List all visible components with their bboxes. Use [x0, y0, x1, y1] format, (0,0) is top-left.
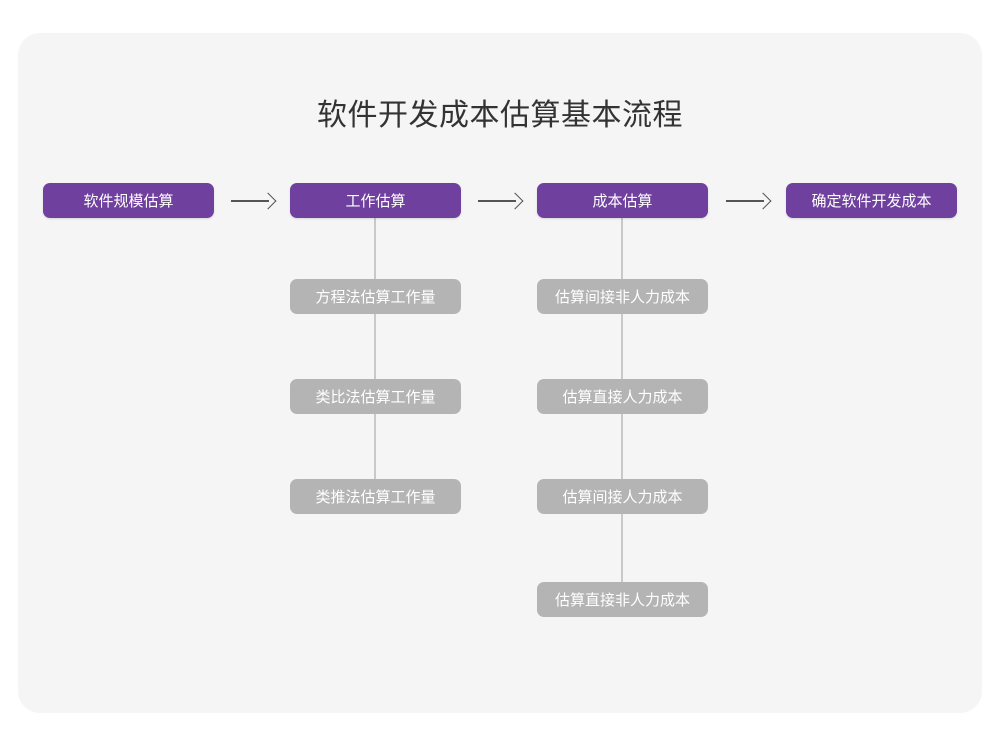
- stage-node-software-size-estimation[interactable]: 软件规模估算: [43, 183, 214, 218]
- stage-node-effort-estimation[interactable]: 工作估算: [290, 183, 461, 218]
- connector-line-stage-2: [374, 218, 376, 498]
- diagram-title: 软件开发成本估算基本流程: [317, 99, 683, 132]
- substep-node-equation-method-effort[interactable]: 方程法估算工作量: [290, 279, 461, 314]
- arrow-shaft: [231, 200, 269, 202]
- arrow-stage-1-to-stage-2: [231, 191, 277, 211]
- substep-node-inference-method-effort[interactable]: 类推法估算工作量: [290, 479, 461, 514]
- stage-node-cost-estimation[interactable]: 成本估算: [537, 183, 708, 218]
- arrow-shaft: [478, 200, 516, 202]
- substep-node-direct-labor-cost[interactable]: 估算直接人力成本: [537, 379, 708, 414]
- substep-node-analogy-method-effort[interactable]: 类比法估算工作量: [290, 379, 461, 414]
- diagram-card: [18, 33, 982, 713]
- substep-node-indirect-labor-cost[interactable]: 估算间接人力成本: [537, 479, 708, 514]
- substep-node-indirect-nonlabor-cost[interactable]: 估算间接非人力成本: [537, 279, 708, 314]
- arrow-shaft: [726, 200, 764, 202]
- arrow-stage-2-to-stage-3: [478, 191, 524, 211]
- stage-node-determine-development-cost[interactable]: 确定软件开发成本: [786, 183, 957, 218]
- arrow-head-icon: [506, 192, 524, 210]
- arrow-head-icon: [259, 192, 277, 210]
- substep-node-direct-nonlabor-cost[interactable]: 估算直接非人力成本: [537, 582, 708, 617]
- arrow-stage-3-to-stage-4: [726, 191, 772, 211]
- arrow-head-icon: [754, 192, 772, 210]
